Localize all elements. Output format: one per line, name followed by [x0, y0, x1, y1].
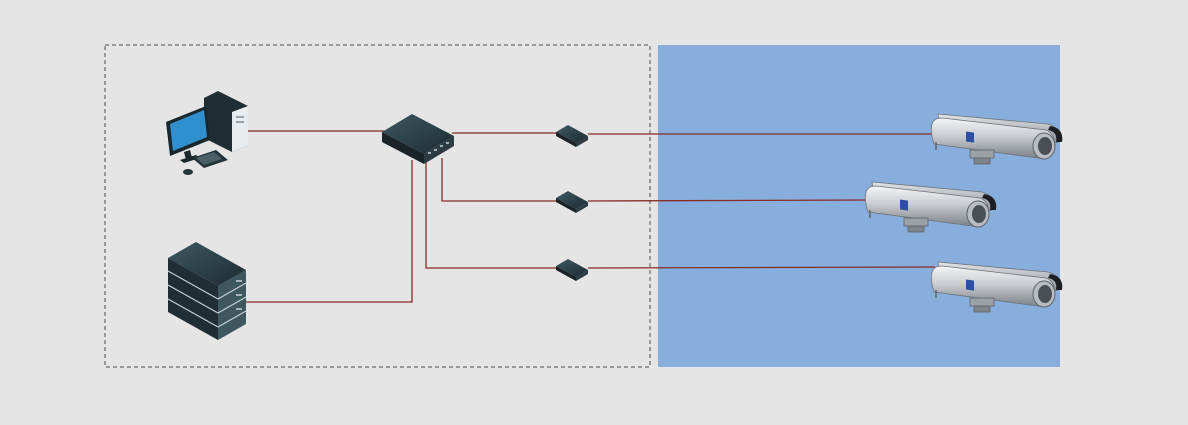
- cables: [246, 130, 936, 303]
- desktop-computer-icon: [166, 91, 248, 175]
- cable-server-switch: [246, 160, 413, 303]
- media-converter-icon: [556, 259, 588, 281]
- media-converter-icon: [556, 125, 588, 147]
- media-converter-icon: [556, 191, 588, 213]
- rack-server-icon: [167, 242, 247, 340]
- network-switch-icon: [382, 114, 454, 164]
- cable-switch-converter-2: [441, 158, 560, 202]
- outdoor-zone: [658, 45, 1060, 367]
- cable-switch-converter-3: [425, 160, 560, 269]
- cable-converter-camera-3: [587, 266, 936, 269]
- cable-converter-camera-2: [587, 199, 869, 202]
